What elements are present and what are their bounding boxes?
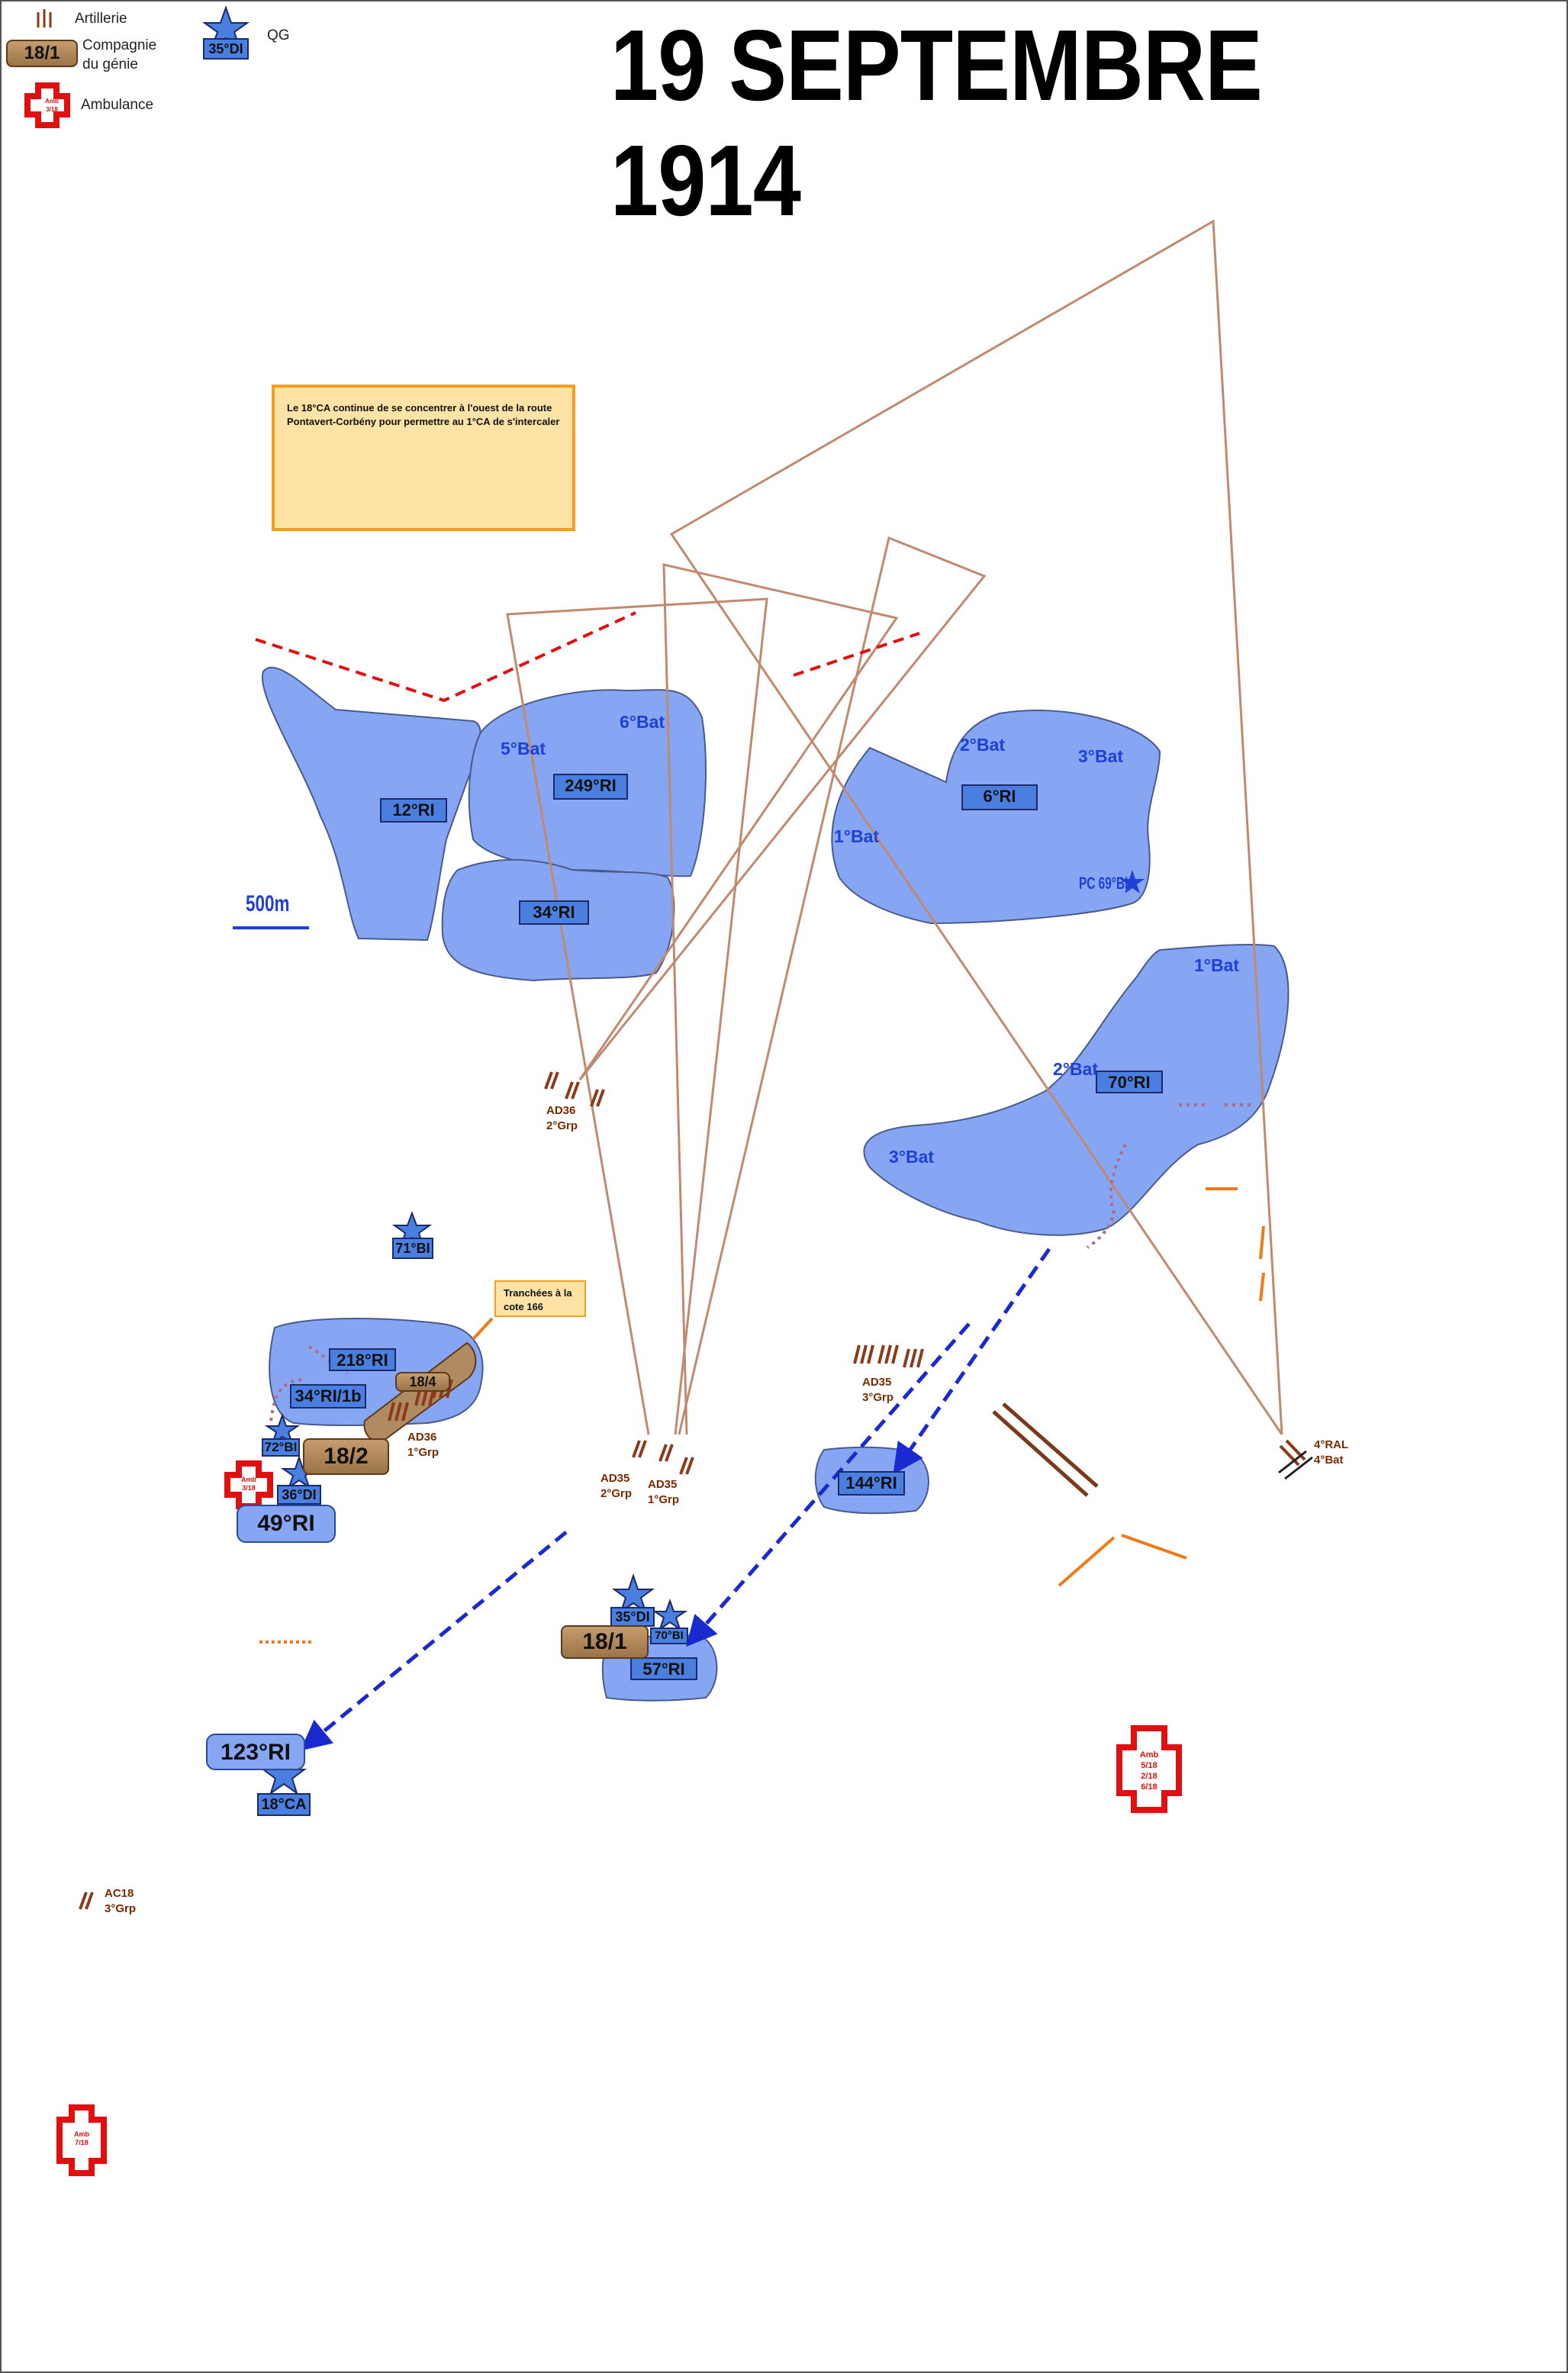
trench-note: Tranchées à la cote 166 (494, 1280, 586, 1317)
hq-stars (201, 5, 1145, 1795)
artillery-ad35-2 (632, 1439, 647, 1459)
unit-36di[interactable]: 36°DI (277, 1485, 321, 1505)
legend-ambulance-icon (24, 82, 70, 128)
unit-34ri-1b[interactable]: 34°RI/1b (290, 1384, 366, 1409)
ambulance-icon (1116, 1725, 1182, 1813)
unit-123ri[interactable]: 123°RI (206, 1734, 305, 1770)
enemy-lines (255, 611, 920, 703)
bat-3-6ri: 3°Bat (1078, 746, 1124, 766)
unit-70ri[interactable]: 70°RI (1096, 1071, 1163, 1093)
orange-marks (259, 1187, 1265, 1644)
zone-6ri (831, 710, 1161, 925)
legend-genie-icon: 18/1 (6, 40, 78, 67)
pc-69bi-label: PC 69°BI (1079, 874, 1129, 893)
unit-218ri[interactable]: 218°RI (329, 1348, 396, 1371)
info-note: Le 18°CA continue de se concentrer à l'o… (272, 385, 575, 531)
unit-57ri[interactable]: 57°RI (630, 1657, 697, 1680)
artillery-ad36-2 (544, 1071, 605, 1108)
legend-genie-label-2: du génie (82, 56, 138, 72)
bat-1-6ri: 1°Bat (834, 826, 880, 846)
unit-72bi[interactable]: 72°BI (262, 1438, 300, 1457)
zone-70ri (863, 943, 1289, 1236)
genie-18-1[interactable]: 18/1 (561, 1625, 649, 1659)
unit-34ri[interactable]: 34°RI (519, 900, 589, 925)
ambulance-icon (56, 2104, 107, 2176)
legend-artillery-label: Artillerie (75, 11, 127, 27)
unit-zones (261, 666, 1289, 1702)
star-icon (264, 1413, 301, 1446)
bat-2-6ri: 2°Bat (960, 735, 1006, 755)
legend-hq-icon: 35°DI (203, 38, 249, 60)
star-icon (652, 1599, 688, 1631)
legend-genie-label-1: Compagnie (82, 37, 157, 53)
unit-49ri[interactable]: 49°RI (237, 1505, 336, 1543)
unit-6ri[interactable]: 6°RI (961, 784, 1038, 810)
bat-6: 6°Bat (620, 712, 665, 732)
legend-ambulance-label: Ambulance (81, 97, 154, 113)
unit-71bi[interactable]: 71°BI (392, 1238, 433, 1259)
fire-lines (506, 219, 1283, 1435)
movement-arrows (300, 1248, 1051, 1751)
unit-70bi[interactable]: 70°BI (650, 1628, 688, 1644)
bat-2-70ri: 2°Bat (1053, 1059, 1099, 1079)
bat-3-70ri: 3°Bat (889, 1147, 935, 1167)
scale-label: 500m (246, 891, 290, 916)
bat-1-70ri: 1°Bat (1194, 955, 1240, 975)
unit-35di[interactable]: 35°DI (610, 1607, 655, 1627)
artillery-ad35-3 (853, 1344, 924, 1369)
artillery-ral4 (1278, 1439, 1313, 1480)
brown-double-line (992, 1402, 1099, 1497)
unit-12ri[interactable]: 12°RI (380, 798, 447, 823)
artillery-ac18 (79, 1891, 94, 1911)
legend-hq-label: QG (267, 27, 290, 43)
unit-249ri[interactable]: 249°RI (553, 774, 628, 800)
unit-144ri[interactable]: 144°RI (838, 1471, 905, 1496)
zone-12ri (261, 666, 481, 942)
star-icon (611, 1573, 655, 1614)
artillery-ad35-1 (658, 1443, 694, 1476)
genie-18-2[interactable]: 18/2 (303, 1438, 389, 1475)
page-title: 19 SEPTEMBRE 1914 (610, 9, 1263, 237)
bat-5: 5°Bat (501, 739, 546, 758)
genie-18-4[interactable]: 18/4 (395, 1372, 450, 1392)
unit-18ca[interactable]: 18°CA (257, 1793, 311, 1816)
star-icon (1120, 870, 1145, 893)
legend-artillery-icon (37, 9, 52, 27)
dotted-lines (269, 1103, 1255, 1422)
